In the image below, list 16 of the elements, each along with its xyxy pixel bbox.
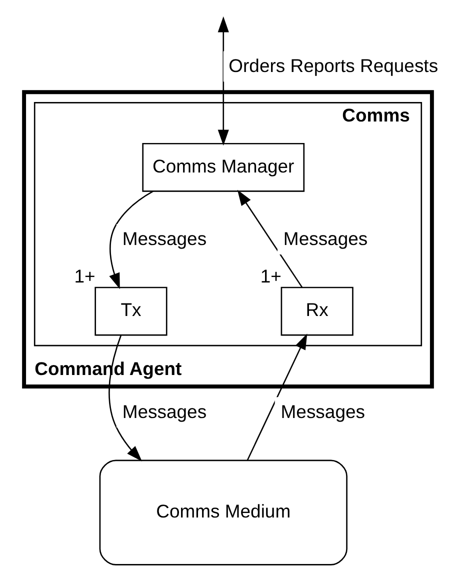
node-box: Comms Manager xyxy=(142,142,305,192)
node-label: 1+ xyxy=(74,266,96,286)
arrow xyxy=(108,335,142,462)
arrow xyxy=(246,334,308,461)
node-box: Rx xyxy=(280,286,354,336)
edge-label: Messages xyxy=(122,228,207,249)
edge-label: Messages xyxy=(122,400,207,422)
edge-label: Messages xyxy=(283,228,368,249)
node-label: 1+ xyxy=(260,266,282,286)
edge-label: Orders Reports Requests xyxy=(228,54,438,76)
edge-label: Messages xyxy=(280,400,365,422)
arrow xyxy=(109,190,154,290)
arrow xyxy=(237,190,303,288)
arrow xyxy=(218,16,229,146)
node-box: Comms Medium xyxy=(99,460,348,566)
node-box: Tx xyxy=(94,286,168,336)
